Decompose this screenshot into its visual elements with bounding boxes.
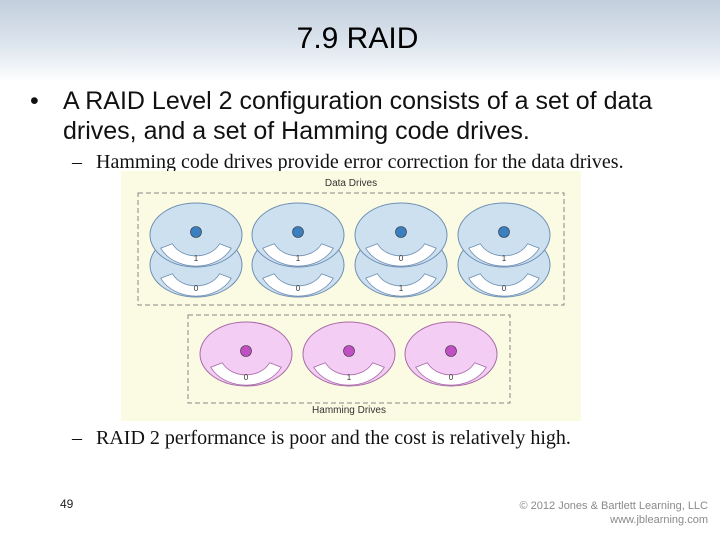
bit-label: 0 (449, 373, 454, 382)
sub-bullet-marker: – (72, 151, 82, 173)
copyright-line: © 2012 Jones & Bartlett Learning, LLC (519, 500, 709, 512)
spindle-hub (498, 226, 510, 238)
data-drive: 01 (457, 202, 551, 298)
sub-bullet-text: RAID 2 performance is poor and the cost … (96, 427, 571, 449)
hamming-drive: 0 (404, 321, 498, 387)
spindle-hub (240, 345, 252, 357)
platter-slot (262, 243, 334, 267)
slide-title: 7.9 RAID (296, 22, 419, 55)
platter-slot (365, 273, 437, 297)
platter-slot (210, 362, 282, 386)
sub-bullet-marker: – (72, 427, 82, 449)
hamming-drives-label: Hamming Drives (312, 405, 386, 416)
platter-slot (365, 243, 437, 267)
data-drive: 01 (149, 202, 243, 298)
sub-bullet-text: Hamming code drives provide error correc… (96, 151, 624, 173)
platter-slot (313, 362, 385, 386)
data-drives-group-border (137, 192, 565, 306)
platter-slot (415, 362, 487, 386)
bit-label: 0 (296, 284, 301, 293)
bit-label: 0 (502, 284, 507, 293)
bit-label: 0 (244, 373, 249, 382)
copyright-url: www.jblearning.com (610, 514, 708, 526)
hamming-drive: 0 (199, 321, 293, 387)
platter-slot (160, 243, 232, 267)
bit-label: 0 (399, 254, 404, 263)
platter-slot (160, 273, 232, 297)
page-number: 49 (60, 497, 74, 511)
platter-slot (468, 273, 540, 297)
data-drives-label: Data Drives (325, 178, 377, 189)
spindle-hub (343, 345, 355, 357)
bit-label: 1 (194, 254, 199, 263)
bit-label: 1 (399, 284, 404, 293)
hamming-drives-group-border (187, 314, 511, 404)
data-drive: 01 (251, 202, 345, 298)
bit-label: 1 (347, 373, 352, 382)
hamming-drive: 1 (302, 321, 396, 387)
main-bullet-text: A RAID Level 2 configuration consists of… (63, 87, 653, 145)
spindle-hub (395, 226, 407, 238)
spindle-hub (292, 226, 304, 238)
platter-slot (262, 273, 334, 297)
platter-slot (468, 243, 540, 267)
bit-label: 1 (296, 254, 301, 263)
spindle-hub (190, 226, 202, 238)
bullet-marker: • (30, 87, 39, 115)
bit-label: 1 (502, 254, 507, 263)
spindle-hub (445, 345, 457, 357)
bit-label: 0 (194, 284, 199, 293)
copyright-notice: © 2012 Jones & Bartlett Learning, LLC ww… (520, 499, 709, 527)
title-band (0, 0, 720, 82)
data-drive: 10 (354, 202, 448, 298)
